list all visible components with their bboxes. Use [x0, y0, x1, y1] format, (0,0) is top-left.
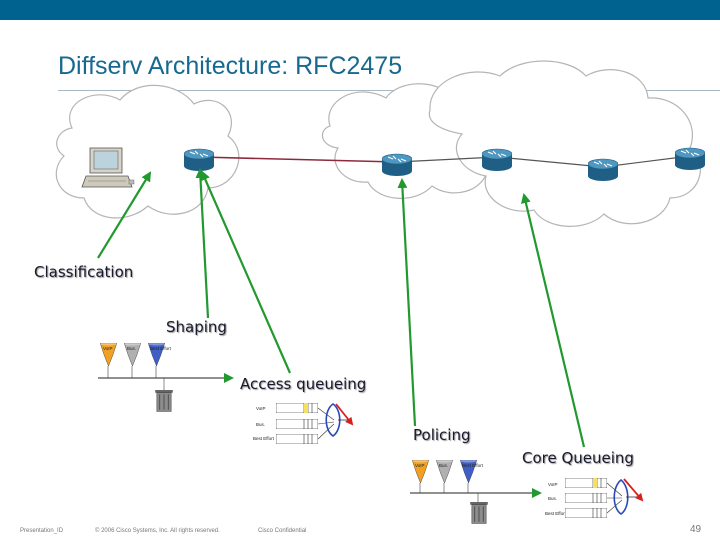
bus-class-label: Bus. — [127, 346, 136, 351]
drop-bin-icon — [155, 390, 173, 412]
computer-icon — [81, 147, 135, 188]
router-icon — [588, 158, 618, 181]
voip-class-label: VoIP — [103, 346, 113, 351]
footer-presentation-id: Presentation_ID — [20, 528, 64, 534]
shaping-detail: VoIP Bus. Best Effort — [98, 343, 234, 412]
policing-label: Policing — [413, 426, 471, 444]
policing-detail: VoIP Bus. Best Effort — [410, 460, 542, 524]
drop-bin-icon — [470, 502, 488, 524]
best-effort-queue — [276, 434, 318, 444]
access-queueing-label: Access queueing — [240, 375, 367, 393]
shaping-label: Shaping — [166, 318, 227, 336]
classification-arrow — [97, 171, 152, 259]
page-number: 49 — [690, 524, 702, 535]
best-effort-queue-label: Best Effort — [545, 511, 567, 516]
router-icon — [382, 153, 412, 176]
best-effort-queue-label: Best Effort — [253, 436, 275, 441]
voip-queue-label: VoIP — [548, 482, 558, 487]
best-effort-queue — [565, 508, 607, 518]
bus-queue — [565, 493, 607, 503]
footer-confidential: Cisco Confidential — [258, 528, 307, 534]
voip-queue — [276, 403, 318, 413]
voip-queue-label: VoIP — [256, 406, 266, 411]
router-icon — [482, 148, 512, 171]
policing-arrow — [397, 178, 417, 427]
router-icon — [675, 147, 705, 170]
header-bar — [0, 0, 720, 20]
network-cloud-right — [428, 60, 701, 227]
page-title: Diffserv Architecture: RFC2475 — [58, 52, 403, 80]
bus-queue-label: Bus. — [548, 496, 557, 501]
shaping-arrow — [195, 168, 210, 319]
bus-class-label: Bus. — [439, 463, 448, 468]
bus-queue-label: Bus. — [256, 422, 265, 427]
best-effort-class-label: Best Effort — [150, 346, 172, 351]
voip-class-label: VoIP — [415, 463, 425, 468]
core-queueing-arrow — [520, 193, 586, 448]
best-effort-class-label: Best Effort — [462, 463, 484, 468]
router-icon — [184, 148, 214, 171]
wan-link — [199, 156, 398, 163]
core-queueing-detail: VoIP Bus. Best Effort — [545, 478, 644, 518]
bus-queue — [276, 419, 318, 429]
title-divider — [58, 90, 720, 91]
voip-queue — [565, 478, 607, 488]
footer-copyright: © 2006 Cisco Systems, Inc. All rights re… — [95, 528, 220, 534]
wan-link — [396, 155, 691, 168]
access-queueing-detail: VoIP Bus. Best Effort — [253, 403, 354, 444]
access-queueing-arrow — [200, 170, 292, 374]
core-queueing-label: Core Queueing — [522, 449, 634, 467]
classification-label: Classification — [34, 263, 134, 281]
